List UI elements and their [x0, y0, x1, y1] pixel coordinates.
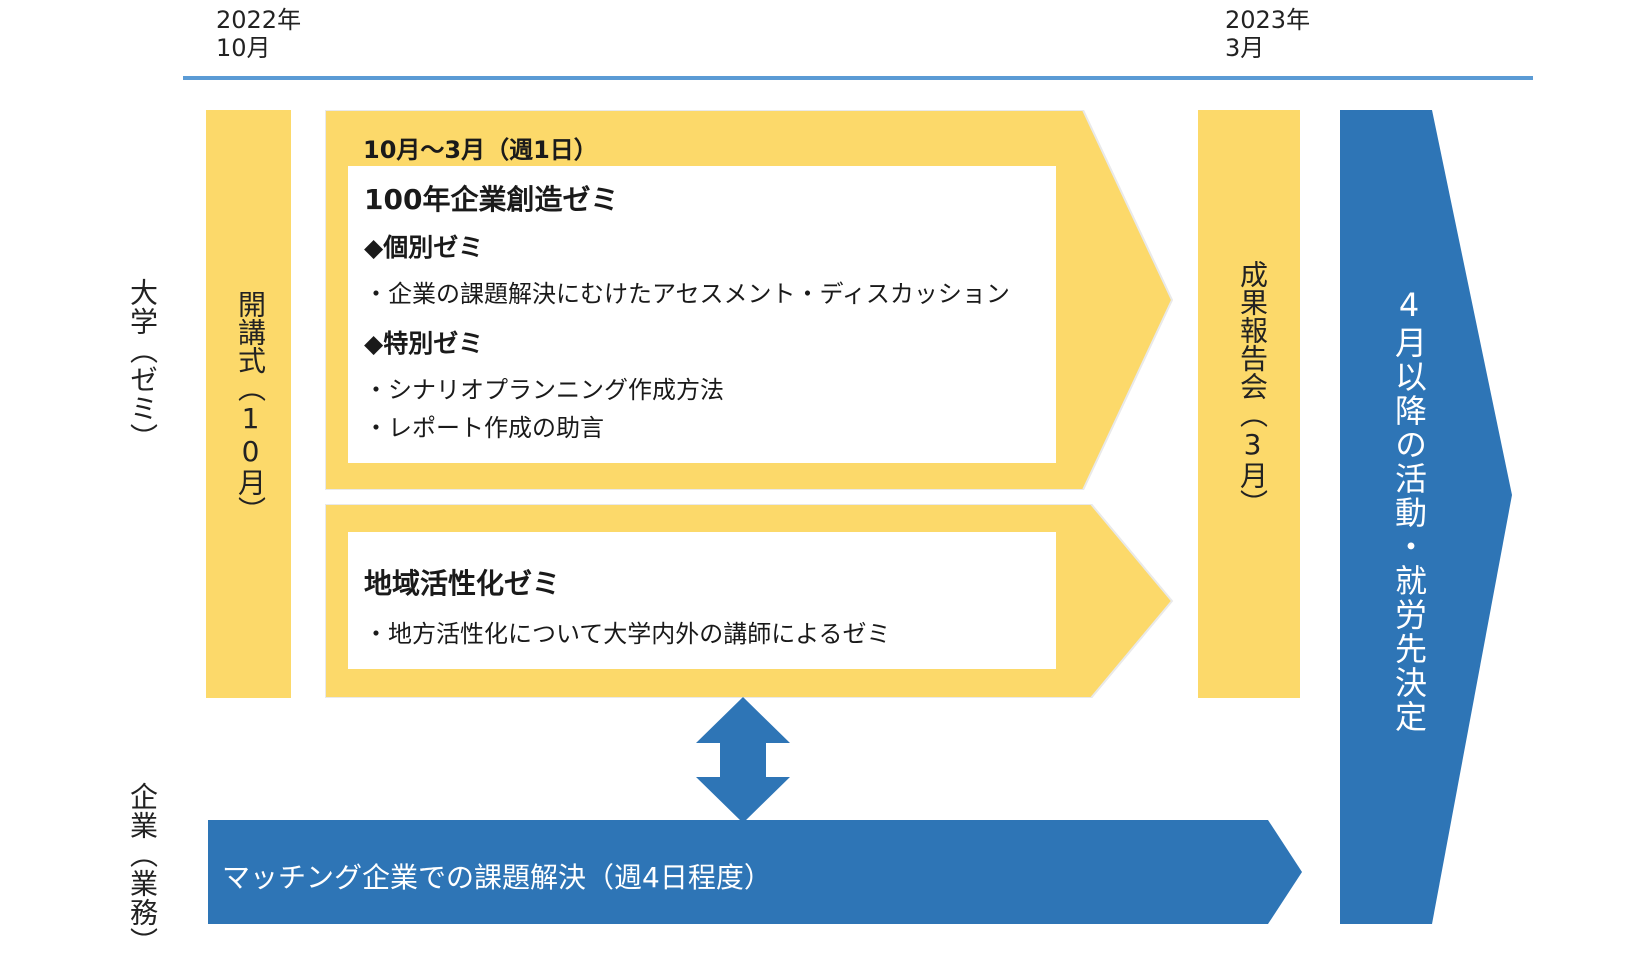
timeline-line	[183, 76, 1533, 80]
company-side-label: 企業（業務）	[126, 782, 159, 956]
start-date-label: 2022年 10月	[216, 6, 302, 62]
company-work-label: マッチング企業での課題解決（週4日程度）	[222, 861, 772, 894]
regional-seminar-title: 地域活性化ゼミ	[364, 567, 561, 600]
after-april-label: 4月以降の活動・就労先決定	[1390, 286, 1428, 734]
seminar-100-card: 100年企業創造ゼミ ◆個別ゼミ ・企業の課題解決にむけたアセスメント・ディスカ…	[348, 166, 1056, 463]
report-meeting-bar: 成果報告会（3月）	[1198, 110, 1300, 698]
report-meeting-label: 成果報告会（3月）	[1236, 260, 1269, 517]
seminar-100-period: 10月～3月（週1日）	[363, 136, 598, 164]
opening-ceremony-bar: 開講式（10月）	[206, 110, 291, 698]
individual-seminar-item: ・企業の課題解決にむけたアセスメント・ディスカッション	[364, 280, 1010, 308]
end-date-label: 2023年 3月	[1225, 6, 1311, 62]
special-seminar-item: ・レポート作成の助言	[364, 414, 604, 442]
opening-ceremony-label: 開講式（10月）	[234, 290, 267, 524]
special-seminar-item: ・シナリオプランニング作成方法	[364, 376, 724, 404]
seminar-100-title: 100年企業創造ゼミ	[364, 183, 619, 216]
special-seminar-heading: ◆特別ゼミ	[364, 329, 484, 358]
regional-seminar-item: ・地方活性化について大学内外の講師によるゼミ	[364, 620, 891, 648]
after-april-arrow	[1340, 110, 1512, 924]
double-arrow-vertical-icon	[696, 697, 790, 823]
regional-seminar-card: 地域活性化ゼミ ・地方活性化について大学内外の講師によるゼミ	[348, 532, 1056, 669]
company-work-arrow	[208, 820, 1302, 924]
university-side-label: 大学（ゼミ）	[126, 278, 159, 452]
individual-seminar-heading: ◆個別ゼミ	[364, 233, 484, 262]
